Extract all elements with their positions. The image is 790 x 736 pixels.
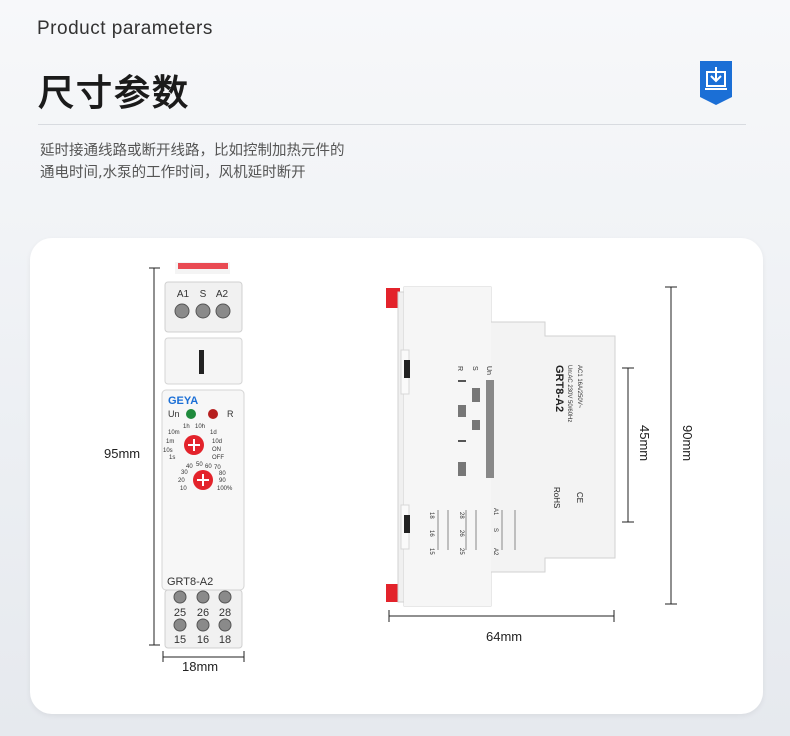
screw-icon	[218, 590, 232, 604]
percent-label: 20	[178, 478, 185, 484]
svg-text:GRT8-A2: GRT8-A2	[553, 365, 565, 412]
range-label: 10d	[212, 439, 222, 445]
percent-label: 50	[196, 462, 203, 468]
range-label: 1h	[183, 424, 190, 430]
percent-label: 80	[219, 471, 226, 477]
svg-text:18: 18	[428, 512, 434, 519]
svg-text:16: 16	[428, 530, 434, 537]
page-title: 尺寸参数	[38, 73, 191, 114]
screw-icon	[196, 618, 210, 632]
divider	[38, 124, 746, 125]
brand-logo: GEYA	[168, 395, 198, 407]
range-label: ON	[212, 447, 221, 453]
screw-icon	[218, 618, 232, 632]
terminal-label-a1: A1	[177, 289, 190, 300]
terminal-label: 25	[174, 607, 186, 619]
front-view: A1 S A2 GEYA Un R 10m 1h 10h 1m 1d 10s 1…	[104, 262, 245, 674]
dimension-width-label: 18mm	[182, 659, 218, 674]
description: 延时接通线路或断开线路，比如控制加热元件的 通电时间,水泵的工作时间，风机延时断…	[40, 140, 460, 184]
svg-text:28: 28	[458, 512, 464, 519]
svg-text:A1: A1	[492, 508, 498, 516]
screw-icon	[173, 590, 187, 604]
percent-label: 70	[214, 465, 221, 471]
description-line-2: 通电时间,水泵的工作时间，风机延时断开	[40, 165, 306, 181]
screw-icon	[196, 590, 210, 604]
percent-label: 60	[205, 464, 212, 470]
dimension-outer-height-label: 90mm	[680, 425, 695, 461]
svg-text:25: 25	[458, 548, 464, 555]
percent-label: 30	[181, 470, 188, 476]
side-view: R S Un 18 16 15 28 26 25 A1 S A2 GR	[386, 286, 695, 644]
section-subtitle: Product parameters	[37, 18, 213, 39]
range-label: 1s	[169, 455, 175, 461]
led-green-icon	[186, 409, 196, 419]
svg-text:S: S	[492, 528, 498, 532]
svg-text:Un: Un	[485, 366, 492, 375]
screw-icon	[174, 303, 190, 319]
terminal-label: 28	[219, 607, 231, 619]
svg-text:R: R	[456, 366, 463, 371]
percent-label: 100%	[217, 486, 233, 492]
screw-icon	[215, 303, 231, 319]
range-label: 1d	[210, 430, 217, 436]
range-label: 10s	[163, 448, 173, 454]
terminal-label-s: S	[200, 289, 207, 300]
screw-icon	[173, 618, 187, 632]
percent-label: 40	[186, 464, 193, 470]
dimension-inner-height-label: 45mm	[637, 425, 652, 461]
description-line-1: 延时接通线路或断开线路，比如控制加热元件的	[40, 143, 345, 159]
front-model-label: GRT8-A2	[167, 576, 213, 588]
led-red-icon	[208, 409, 218, 419]
svg-text:CE: CE	[575, 492, 584, 503]
terminal-label: 26	[197, 607, 209, 619]
download-box-icon[interactable]	[696, 59, 736, 107]
range-label: 10m	[168, 430, 180, 436]
side-spec-label: GRT8-A2 Un:AC 230V 50/60Hz AC1 16A/250V~…	[552, 365, 584, 508]
svg-text:15: 15	[428, 548, 434, 555]
terminal-label: 18	[219, 634, 231, 646]
terminal-label: 15	[174, 634, 186, 646]
wiring-diagram: 18 16 15 28 26 25 A1 S A2	[428, 508, 516, 556]
led-label-un: Un	[168, 409, 180, 419]
range-label: 10h	[195, 424, 205, 430]
svg-text:RoHS: RoHS	[552, 487, 561, 508]
range-label: OFF	[212, 455, 224, 461]
percent-label: 10	[180, 486, 187, 492]
range-label: 1m	[166, 439, 174, 445]
screw-icon	[195, 303, 211, 319]
terminal-label: 16	[197, 634, 209, 646]
terminal-label-a2: A2	[216, 289, 229, 300]
svg-text:S: S	[471, 366, 478, 371]
timing-diagram: R S Un	[456, 366, 494, 478]
svg-text:A2: A2	[492, 548, 498, 556]
led-label-r: R	[227, 409, 234, 419]
dimension-depth-label: 64mm	[486, 629, 522, 644]
svg-text:Un:AC 230V 50/60Hz: Un:AC 230V 50/60Hz	[566, 365, 572, 422]
svg-text:26: 26	[458, 530, 464, 537]
product-card	[30, 238, 763, 714]
svg-text:AC1 16A/250V~: AC1 16A/250V~	[576, 365, 582, 409]
percent-label: 90	[219, 478, 226, 484]
dimension-height-label: 95mm	[104, 446, 140, 461]
